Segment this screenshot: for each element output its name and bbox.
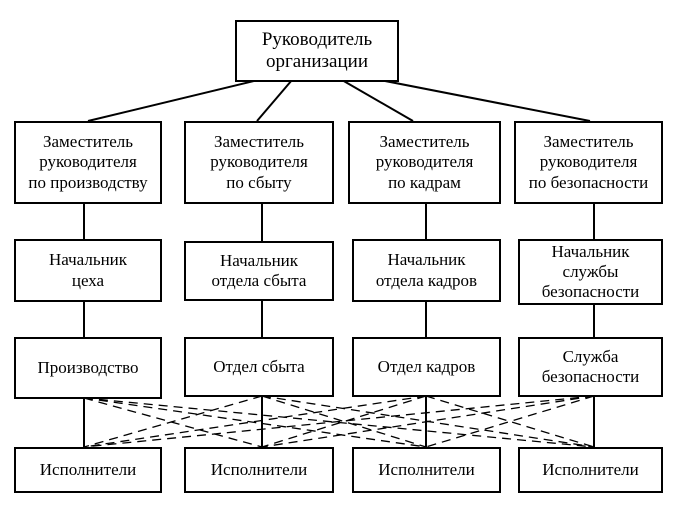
- deputy-sales-box: Заместитель руководителя по сбыту: [184, 121, 334, 204]
- dashed-link-3-1: [83, 395, 427, 448]
- dashed-link-2-3: [261, 395, 427, 448]
- chief-workshop-box: Начальник цеха: [14, 239, 162, 302]
- connector-head-deputy-4: [379, 79, 591, 122]
- connector-head-deputy-3: [341, 79, 414, 122]
- chief-sales-box: Начальник отдела сбыта: [184, 241, 334, 301]
- dashed-link-2-1: [83, 395, 263, 448]
- dashed-link-4-1: [83, 395, 595, 448]
- executors-sales-box: Исполнители: [184, 447, 334, 493]
- executors-production-box: Исполнители: [14, 447, 162, 493]
- executors-security-box: Исполнители: [518, 447, 663, 493]
- executors-hr-box: Исполнители: [352, 447, 501, 493]
- deputy-hr-box: Заместитель руководителя по кадрам: [348, 121, 501, 204]
- dashed-link-3-2: [261, 395, 427, 448]
- connector-head-deputy-1: [87, 79, 259, 122]
- head-box: Руководитель организации: [235, 20, 399, 82]
- deputy-production-box: Заместитель руководителя по производству: [14, 121, 162, 204]
- unit-production-box: Производство: [14, 337, 162, 399]
- dashed-link-1-2: [83, 397, 263, 448]
- chief-security-box: Начальник службы безопасности: [518, 239, 663, 305]
- deputy-security-box: Заместитель руководителя по безопасности: [514, 121, 663, 204]
- dashed-link-1-3: [83, 397, 427, 448]
- unit-hr-box: Отдел кадров: [352, 337, 501, 397]
- dashed-link-4-2: [261, 395, 595, 448]
- connector-head-deputy-2: [256, 79, 293, 122]
- unit-sales-box: Отдел сбыта: [184, 337, 334, 397]
- chief-hr-box: Начальник отдела кадров: [352, 239, 501, 302]
- unit-security-box: Служба безопасности: [518, 337, 663, 397]
